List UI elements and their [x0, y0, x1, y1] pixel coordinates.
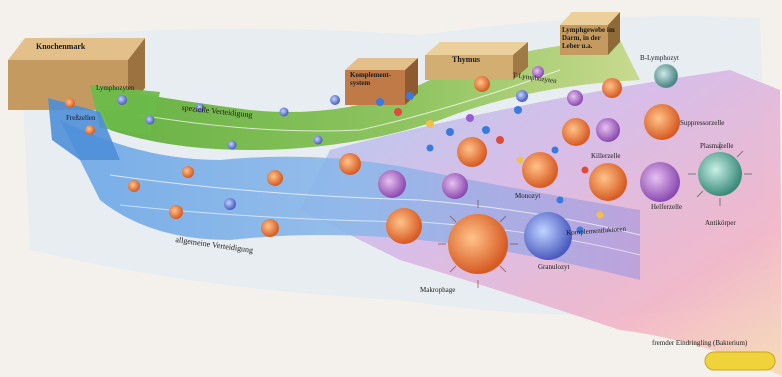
label-komplement-system: Komplement-system [350, 71, 404, 87]
orange-cell [457, 137, 487, 167]
label-lymphozyten: Lymphozyten [96, 85, 135, 92]
label-makrophage: Makrophage [420, 287, 455, 294]
blue-spiky-cell [378, 170, 406, 198]
label-granulozyt: Granulozyt [538, 264, 570, 271]
bacterium-shape [705, 352, 775, 370]
label-killerzelle: Killerzelle [591, 153, 621, 160]
small-orange-cell [386, 208, 422, 244]
label-thymus: Thymus [452, 56, 480, 64]
label-helferzelle: Helferzelle [651, 204, 682, 211]
label-lymphgewebe: Lymphgewebe im Darm, in der Leber u.a. [562, 26, 620, 50]
macrophage-cell [448, 214, 508, 274]
killer-cell-large [589, 163, 627, 201]
label-fremder-eindringling: fremder Eindringling (Bakterium) [652, 340, 747, 347]
label-suppressorzelle: Suppressorzelle [680, 120, 724, 127]
monocyte-cell [522, 152, 558, 188]
plasma-cell [698, 152, 742, 196]
purple-cell [442, 173, 468, 199]
label-monozyt: Monozyt [515, 193, 540, 200]
t-lymphocyte-cell [562, 118, 590, 146]
granulocyte-cell [524, 212, 572, 260]
label-knochenmark: Knochenmark [36, 43, 85, 51]
label-antikoerper: Antikörper [705, 220, 736, 227]
killer-cell [596, 118, 620, 142]
label-fresszellen: Freßzellen [66, 115, 96, 122]
label-plasmazelle: Plasmazelle [700, 143, 733, 150]
helper-cell [640, 162, 680, 202]
label-b-lymphozyt: B-Lymphozyt [640, 55, 679, 62]
b-lymphocyte-cell [654, 64, 678, 88]
suppressor-cell [644, 104, 680, 140]
